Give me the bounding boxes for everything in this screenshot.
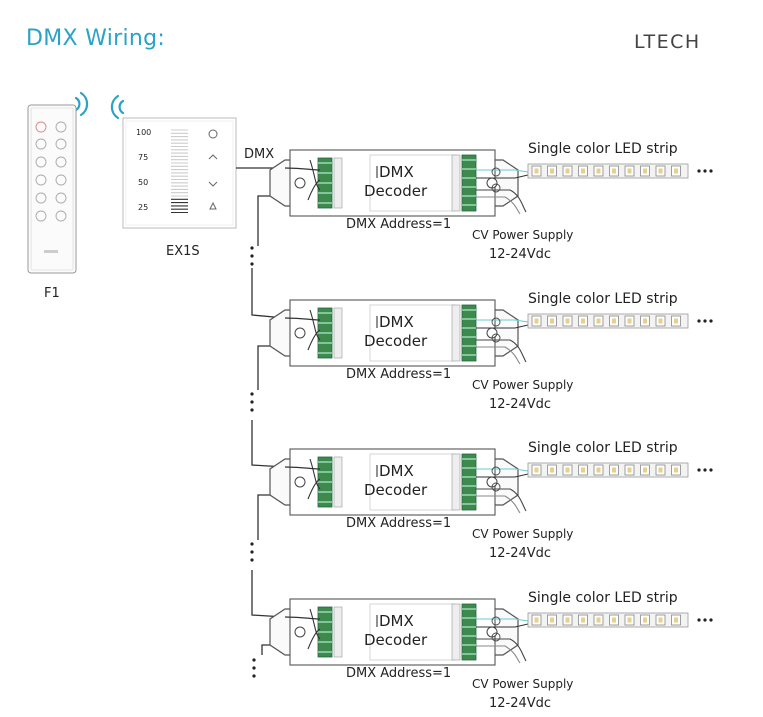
led-strip-label: Single color LED strip: [528, 590, 678, 606]
output-terminal-block: [461, 453, 477, 511]
continuation-dots-icon: [709, 468, 713, 472]
dmx-address-label: DMX Address=1: [346, 217, 451, 232]
continuation-dots-icon: [252, 666, 256, 670]
scale-label: 25: [138, 203, 148, 212]
power-supply-label: CV Power Supply: [472, 527, 573, 541]
decoder-name-line1: DMX: [379, 612, 414, 630]
power-voltage-label: 12-24Vdc: [489, 397, 551, 412]
continuation-dots-icon: [250, 542, 254, 546]
continuation-dots-icon: [697, 319, 701, 323]
continuation-dots-icon: [709, 618, 713, 622]
f1-label: F1: [44, 286, 60, 301]
continuation-dots-icon: [252, 658, 256, 662]
decoder-name-line1: DMX: [379, 313, 414, 331]
ex1s-panel: 100 75 50 25: [122, 117, 237, 229]
chevron-down-icon: [208, 181, 218, 187]
led-strip-label: Single color LED strip: [528, 291, 678, 307]
mounting-hole-icon: [294, 327, 306, 339]
continuation-dots-icon: [697, 618, 701, 622]
continuation-dots-icon: [252, 674, 256, 678]
power-wire: [476, 346, 521, 365]
power-wire: [476, 645, 521, 664]
ex1s-label: EX1S: [166, 244, 200, 259]
wireless-signal-icon: [74, 91, 89, 117]
continuation-dots-icon: [709, 169, 713, 173]
continuation-dots-icon: [250, 254, 254, 258]
continuation-dots-icon: [250, 400, 254, 404]
power-icon: [208, 129, 218, 139]
decoder-name-line2: Decoder: [364, 631, 428, 649]
power-wire: [476, 196, 521, 215]
continuation-dots-icon: [703, 169, 707, 173]
brand-logo: LTECH: [634, 31, 701, 53]
continuation-dots-icon: [250, 408, 254, 412]
power-voltage-label: 12-24Vdc: [489, 696, 551, 711]
dmx-chain-wires: [250, 195, 286, 678]
decoder-name-line1: DMX: [379, 163, 414, 181]
power-voltage-label: 12-24Vdc: [489, 247, 551, 262]
dmx-bus-label: DMX: [244, 147, 274, 162]
mounting-hole-icon: [294, 626, 306, 638]
decoder-name-line1: DMX: [379, 462, 414, 480]
led-strip: [527, 313, 713, 329]
mounting-hole-icon: [294, 177, 306, 189]
continuation-dots-icon: [703, 319, 707, 323]
led-strip: [527, 163, 713, 179]
continuation-dots-icon: [250, 550, 254, 554]
chevron-up-icon: [208, 154, 218, 160]
led-strip-label: Single color LED strip: [528, 440, 678, 456]
scale-label: 100: [136, 128, 151, 137]
led-strip-label: Single color LED strip: [528, 141, 678, 157]
decoder-name-line2: Decoder: [364, 182, 428, 200]
page-title: DMX Wiring:: [26, 26, 166, 51]
power-supply-label: CV Power Supply: [472, 378, 573, 392]
decoder-name-line2: Decoder: [364, 332, 428, 350]
output-terminal-block: [461, 154, 477, 212]
continuation-dots-icon: [703, 618, 707, 622]
continuation-dots-icon: [250, 246, 254, 250]
dmx-address-label: DMX Address=1: [346, 516, 451, 531]
continuation-dots-icon: [250, 558, 254, 562]
output-terminal-block: [461, 603, 477, 661]
dimmer-slider: [171, 129, 188, 214]
output-terminal-block: [461, 304, 477, 362]
scale-label: 75: [138, 153, 148, 162]
power-wire: [476, 638, 527, 662]
star-icon: [209, 201, 217, 210]
power-supply-label: CV Power Supply: [472, 228, 573, 242]
dmx-address-label: DMX Address=1: [346, 666, 451, 681]
wireless-signal-icon: [110, 94, 125, 120]
continuation-dots-icon: [697, 468, 701, 472]
dmx-address-label: DMX Address=1: [346, 367, 451, 382]
power-wire: [476, 495, 521, 514]
mounting-hole-icon: [294, 476, 306, 488]
decoder-name-line2: Decoder: [364, 481, 428, 499]
led-strip: [527, 462, 713, 478]
scale-label: 50: [138, 178, 148, 187]
continuation-dots-icon: [250, 262, 254, 266]
power-voltage-label: 12-24Vdc: [489, 546, 551, 561]
power-supply-label: CV Power Supply: [472, 677, 573, 691]
power-wire: [476, 339, 527, 363]
power-wire: [476, 189, 527, 213]
f1-remote: [27, 104, 77, 274]
led-strip: [527, 612, 713, 628]
continuation-dots-icon: [709, 319, 713, 323]
continuation-dots-icon: [250, 392, 254, 396]
power-wire: [476, 488, 527, 512]
continuation-dots-icon: [703, 468, 707, 472]
continuation-dots-icon: [697, 169, 701, 173]
